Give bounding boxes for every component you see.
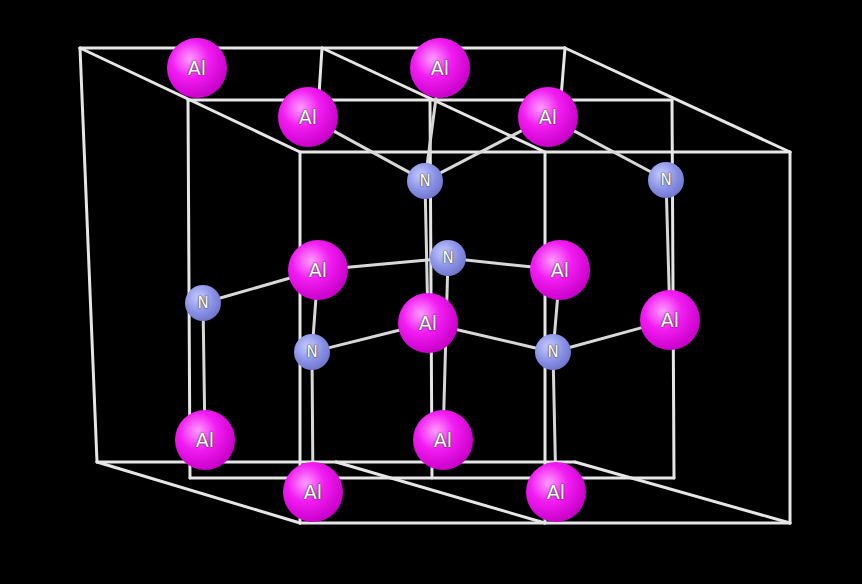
- atom-label: N: [442, 249, 453, 267]
- bond: [427, 98, 436, 163]
- atom-label: Al: [309, 259, 327, 281]
- aluminium-atom: Al: [530, 240, 590, 300]
- bond: [574, 131, 650, 171]
- aluminium-atom: Al: [283, 462, 343, 522]
- bond: [425, 199, 427, 293]
- atom-label: N: [306, 343, 317, 361]
- nitrogen-atom: N: [648, 162, 684, 198]
- aluminium-atom: Al: [175, 410, 235, 470]
- atom-label: Al: [539, 106, 557, 128]
- bond: [220, 278, 289, 298]
- bond: [570, 328, 641, 347]
- aluminium-atom: Al: [167, 38, 227, 98]
- bond: [312, 370, 314, 462]
- atom-label: N: [547, 343, 558, 361]
- atom-label: Al: [304, 481, 322, 503]
- atom-label: Al: [196, 429, 214, 451]
- atom-label: N: [660, 171, 671, 189]
- bond: [203, 321, 204, 410]
- aluminium-atom: Al: [413, 410, 473, 470]
- bond: [348, 260, 430, 268]
- bond: [334, 131, 409, 172]
- atom-label: Al: [419, 312, 437, 334]
- bond: [329, 330, 398, 347]
- bond: [441, 131, 521, 173]
- atom-label: Al: [188, 57, 206, 79]
- aluminium-atom: Al: [410, 38, 470, 98]
- atom-label: N: [419, 172, 430, 190]
- atom-label: Al: [551, 259, 569, 281]
- aluminium-atom: Al: [518, 87, 578, 147]
- bond: [457, 330, 535, 348]
- bond: [555, 300, 558, 334]
- aluminium-atom: Al: [526, 462, 586, 522]
- atom-label: Al: [661, 309, 679, 331]
- nitrogen-atom: N: [430, 240, 466, 276]
- bond: [313, 300, 315, 334]
- atom-label: Al: [299, 106, 317, 128]
- bond: [466, 260, 530, 267]
- atom-label: N: [197, 294, 208, 312]
- bond: [553, 370, 555, 462]
- aluminium-atom: Al: [398, 293, 458, 353]
- aluminium-atom: Al: [640, 290, 700, 350]
- atom-label: Al: [434, 429, 452, 451]
- atom-label: Al: [431, 57, 449, 79]
- aluminium-atom: Al: [278, 87, 338, 147]
- nitrogen-atom: N: [407, 163, 443, 199]
- nitrogen-atom: N: [185, 285, 221, 321]
- aluminium-atom: Al: [288, 240, 348, 300]
- nitrogen-atom: N: [535, 334, 571, 370]
- nitrogen-atom: N: [294, 334, 330, 370]
- atom-label: Al: [547, 481, 565, 503]
- bond: [667, 198, 670, 290]
